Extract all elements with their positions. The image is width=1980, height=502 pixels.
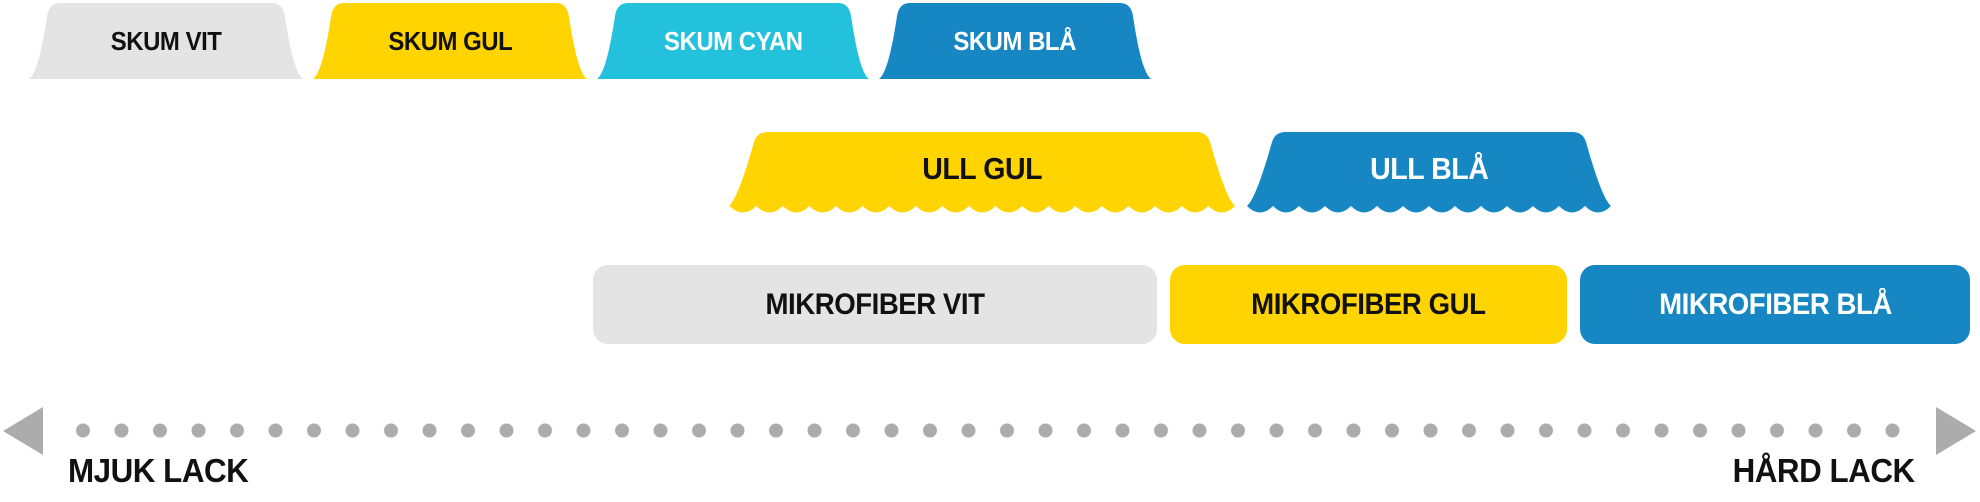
pad-skum-cyan: SKUM CYAN <box>594 3 872 79</box>
pad-label: ULL GUL <box>922 150 1042 186</box>
pad-mikrofiber-bla: MIKROFIBER BLÅ <box>1580 265 1970 344</box>
pad-label: SKUM BLÅ <box>953 25 1077 56</box>
axis-arrow-left-icon <box>3 407 43 455</box>
pad-label: MIKROFIBER VIT <box>765 287 985 321</box>
foam-pad-shape <box>313 3 587 79</box>
foam-pad-shape <box>878 3 1152 79</box>
pad-ull-gul: ULL GUL <box>727 130 1237 213</box>
pad-ull-bla: ULL BLÅ <box>1245 130 1613 213</box>
pad-label: SKUM GUL <box>388 25 512 56</box>
pad-label: SKUM VIT <box>110 25 222 56</box>
foam-pad-shape <box>29 3 303 79</box>
axis-label-soft-paint: MJUK LACK <box>68 452 249 489</box>
pad-mikrofiber-gul: MIKROFIBER GUL <box>1170 265 1567 344</box>
pad-mikrofiber-vit: MIKROFIBER VIT <box>593 265 1157 344</box>
wool-pad-shape <box>1247 132 1611 213</box>
pad-label: MIKROFIBER BLÅ <box>1658 287 1892 321</box>
pad-skum-vit: SKUM VIT <box>26 3 306 79</box>
axis-dotted-line <box>64 423 1912 438</box>
wool-pad-shape <box>729 132 1235 213</box>
pad-label: SKUM CYAN <box>663 25 803 56</box>
pad-label: MIKROFIBER GUL <box>1251 287 1486 321</box>
pad-skum-bla: SKUM BLÅ <box>876 3 1154 79</box>
pad-skum-gul: SKUM GUL <box>310 3 590 79</box>
pad-label: ULL BLÅ <box>1369 150 1489 186</box>
foam-pad-shape <box>596 3 870 79</box>
axis-label-hard-paint: HÅRD LACK <box>1732 452 1916 489</box>
axis-arrow-right-icon <box>1936 407 1976 455</box>
